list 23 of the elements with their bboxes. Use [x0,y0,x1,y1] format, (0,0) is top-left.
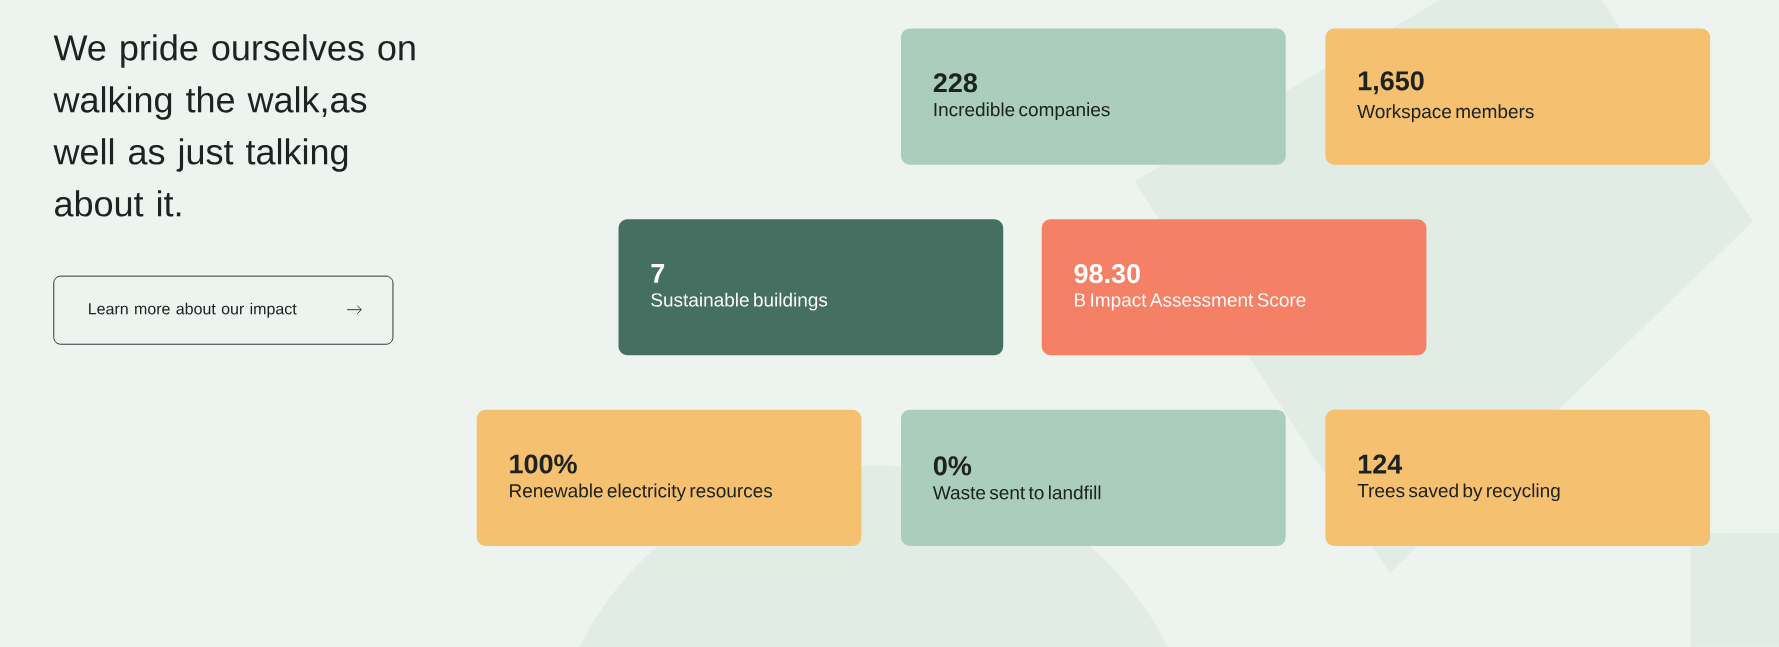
stat-number: 228 [933,73,978,93]
stat-number: 98.30 [1074,264,1140,284]
stat-card [901,28,1286,165]
stat-label: Workspace members [1357,104,1534,122]
stat-card [901,409,1286,546]
stat-number: 124 [1358,454,1403,474]
stat-card [1325,409,1711,546]
heading: We pride ourselves on walking the walk,as well as just talking about it. [53,34,415,217]
stat-label: Incredible companies [934,102,1110,121]
stat-number: 7 [651,264,665,283]
stat-label: Sustainable buildings [651,292,828,311]
stat-card [1041,219,1427,356]
stat-card [476,409,862,546]
stat-number: 0% [933,456,972,476]
stat-label: B Impact Assessment Score [1075,293,1306,311]
stat-number: 100% [510,454,577,474]
stat-label: Renewable electricity resources [510,483,773,502]
stat-card [618,219,1004,356]
stat-label: Waste sent to landfill [932,485,1101,500]
stat-label: Trees saved by recycling [1357,483,1560,502]
stat-number: 1,650 [1358,71,1424,95]
button: Learn more about our impact [53,275,394,345]
stat-card [1325,28,1711,165]
